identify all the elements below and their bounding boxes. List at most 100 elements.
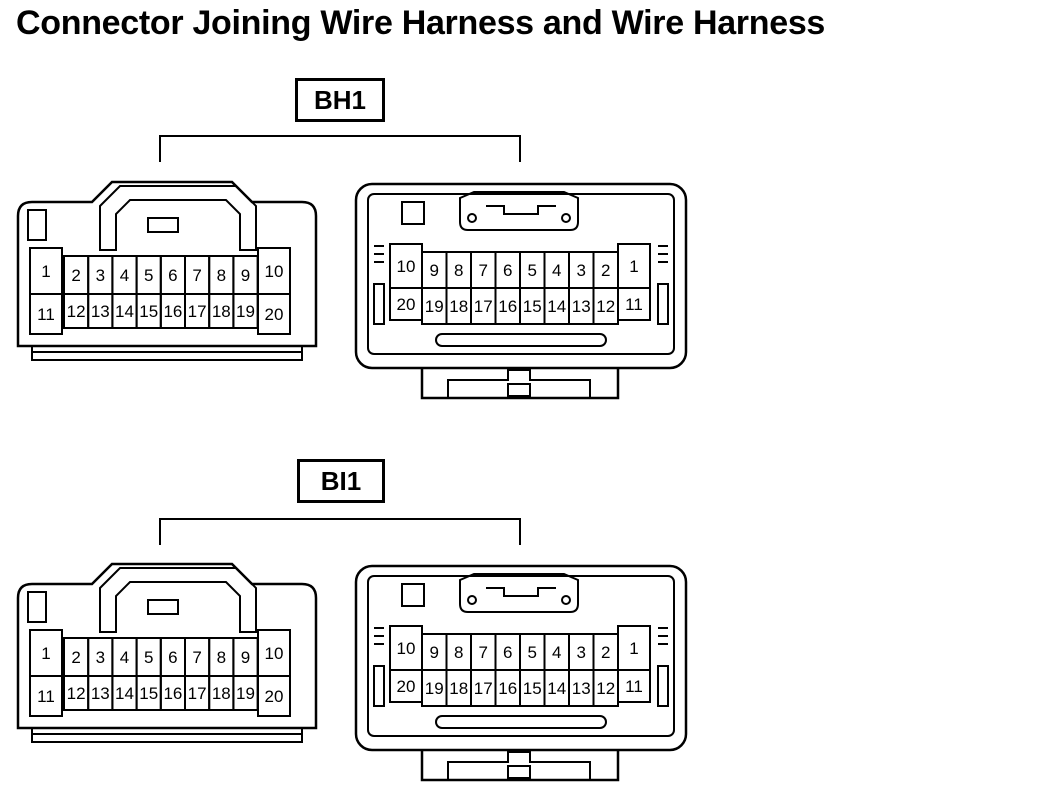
bracket-line <box>159 135 521 162</box>
connector-label-bh1: BH1 <box>295 78 385 122</box>
male-key <box>401 201 425 225</box>
female-latch <box>99 567 257 633</box>
pin-label: 7 <box>192 266 201 285</box>
pin-label: 6 <box>168 266 177 285</box>
pin-label: 1 <box>41 262 50 281</box>
pin-label: 10 <box>265 262 284 281</box>
pin-label: 9 <box>241 648 250 667</box>
pin-label: 13 <box>91 684 110 703</box>
male-bottom-key <box>507 383 531 397</box>
bracket-line <box>159 518 521 545</box>
female-latch <box>99 185 257 251</box>
male-latch-slot <box>486 205 556 215</box>
pin-label: 19 <box>425 679 444 698</box>
pin-label: 18 <box>449 297 468 316</box>
pin-label: 8 <box>454 261 463 280</box>
male-side-slot <box>657 665 669 707</box>
pin-label: 11 <box>625 295 643 314</box>
pin-label: 14 <box>115 302 134 321</box>
pin-label: 11 <box>625 677 643 696</box>
male-latch-hole <box>467 595 477 605</box>
pin-label: 8 <box>217 648 226 667</box>
pin-label: 1 <box>41 644 50 663</box>
pin-label: 12 <box>67 302 86 321</box>
pin-label: 15 <box>523 297 542 316</box>
pin-label: 12 <box>596 297 615 316</box>
pin-label: 11 <box>37 687 55 706</box>
pin-label: 4 <box>120 648 129 667</box>
pin-label: 6 <box>503 261 512 280</box>
pin-cell <box>29 675 63 717</box>
pin-label: 9 <box>241 266 250 285</box>
male-latch <box>459 573 579 613</box>
male-bottom-lock <box>447 751 591 780</box>
connector-group-bi1: 1111020212313414515616717818919102011191… <box>16 518 688 782</box>
male-side-slot <box>373 665 385 707</box>
pin-label: 16 <box>163 302 182 321</box>
pin-label: 15 <box>139 684 158 703</box>
pin-label: 1 <box>629 639 638 658</box>
pin-label: 10 <box>265 644 284 663</box>
male-side-slot <box>373 283 385 325</box>
pin-label: 19 <box>236 684 255 703</box>
pin-cell <box>29 293 63 335</box>
pin-label: 5 <box>144 266 153 285</box>
pin-label: 14 <box>547 297 566 316</box>
pin-label: 15 <box>523 679 542 698</box>
pin-label: 17 <box>474 297 493 316</box>
pin-label: 3 <box>96 648 105 667</box>
male-bottom-tab <box>420 368 620 400</box>
connector-group-bh1: 1111020212313414515616717818919102011191… <box>16 135 688 400</box>
pin-label: 19 <box>425 297 444 316</box>
pin-label: 11 <box>37 305 55 324</box>
male-inner <box>367 193 675 355</box>
pin-label: 16 <box>163 684 182 703</box>
pin-label: 4 <box>120 266 129 285</box>
pin-label: 10 <box>397 639 416 658</box>
pin-label: 4 <box>552 261 561 280</box>
pin-label: 18 <box>449 679 468 698</box>
pin-cell <box>232 675 259 711</box>
pin-label: 20 <box>265 687 284 706</box>
pin-label: 5 <box>528 261 537 280</box>
male-side-slot <box>657 283 669 325</box>
pin-label: 17 <box>188 684 207 703</box>
pin-label: 20 <box>397 677 416 696</box>
pin-label: 2 <box>601 643 610 662</box>
pin-label: 1 <box>629 257 638 276</box>
pin-label: 15 <box>139 302 158 321</box>
pin-label: 13 <box>91 302 110 321</box>
pin-label: 7 <box>192 648 201 667</box>
male-bottom-tab <box>420 750 620 782</box>
pin-label: 18 <box>212 302 231 321</box>
male-latch-slot <box>486 587 556 597</box>
pin-label: 17 <box>474 679 493 698</box>
female-latch-tab <box>147 599 179 615</box>
pin-label: 5 <box>528 643 537 662</box>
pin-cell <box>592 287 619 325</box>
pin-label: 2 <box>71 266 80 285</box>
pin-label: 7 <box>479 261 488 280</box>
pin-label: 18 <box>212 684 231 703</box>
male-bottom-bar <box>435 715 607 729</box>
pin-label: 19 <box>236 302 255 321</box>
female-key <box>27 591 47 623</box>
male-bottom-lock <box>447 369 591 398</box>
male-latch-hole <box>467 213 477 223</box>
pin-label: 16 <box>498 297 517 316</box>
pin-label: 8 <box>454 643 463 662</box>
pin-label: 14 <box>115 684 134 703</box>
male-key <box>401 583 425 607</box>
pin-label: 13 <box>572 679 591 698</box>
pin-label: 7 <box>479 643 488 662</box>
page-title: Connector Joining Wire Harness and Wire … <box>16 4 826 42</box>
pin-label: 10 <box>397 257 416 276</box>
female-latch-tab <box>147 217 179 233</box>
pin-label: 9 <box>430 261 439 280</box>
pin-label: 2 <box>71 648 80 667</box>
pin-label: 2 <box>601 261 610 280</box>
pin-label: 13 <box>572 297 591 316</box>
pin-label: 16 <box>498 679 517 698</box>
pin-label: 4 <box>552 643 561 662</box>
pin-label: 14 <box>547 679 566 698</box>
